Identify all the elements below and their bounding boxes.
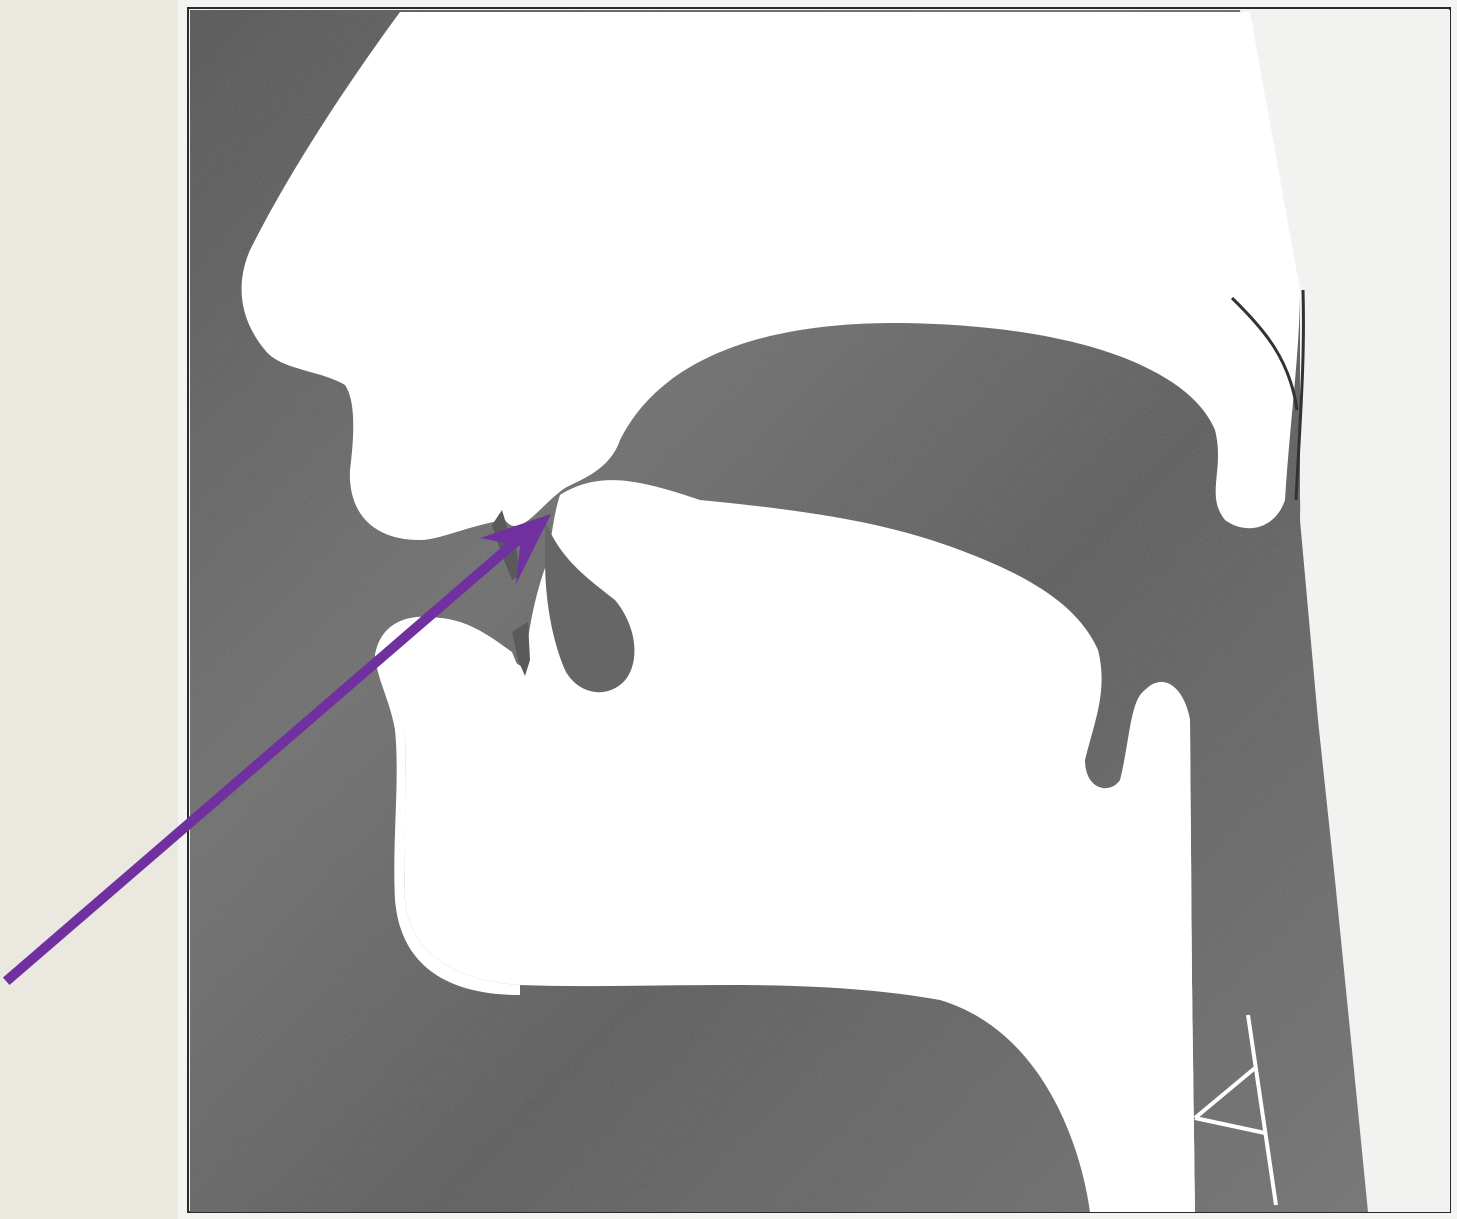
vocal-tract-diagram xyxy=(0,0,1457,1219)
slide-stage xyxy=(0,0,1457,1219)
